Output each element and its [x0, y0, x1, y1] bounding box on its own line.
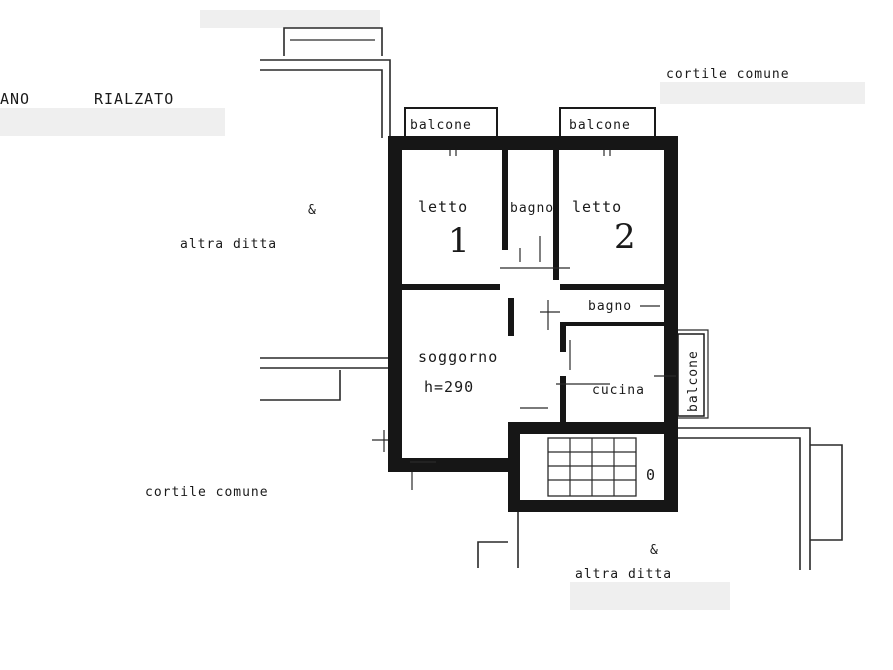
floor-label-b: RIALZATO [94, 90, 174, 108]
balcony-left-label: balcone [410, 118, 472, 133]
bedroom-2-label: letto [572, 198, 622, 216]
balcony-left [404, 107, 498, 156]
ghost-shadow [660, 82, 865, 104]
bedroom-1-label: letto [418, 198, 468, 216]
staircase [547, 437, 637, 497]
bedroom-1-number: 1 [448, 221, 470, 261]
apartment-walls [388, 136, 678, 512]
neighbor-label-bottom: altra ditta [575, 567, 672, 582]
courtyard-label-bottom: cortile comune [145, 485, 269, 500]
kitchen-label: cucina [592, 383, 645, 398]
neighbor-outline-bottom [411, 470, 519, 568]
ghost-shadow [570, 582, 730, 610]
courtyard-label-top: cortile comune [666, 67, 790, 82]
side-balcony-box [677, 333, 705, 417]
bedroom-2-number: 2 [614, 217, 636, 257]
neighbor-outline-right [676, 329, 843, 570]
balcony-right [559, 107, 656, 156]
neighbor-symbol-bottom: & [650, 543, 659, 558]
neighbor-outline-left [260, 357, 396, 452]
living-room-height: h=290 [424, 378, 474, 396]
side-balcony-label: balcone [686, 350, 701, 412]
ghost-shadow [0, 108, 225, 136]
bath-1-label: bagno [510, 201, 554, 216]
door-marks [410, 236, 676, 463]
stair-mark: 0 [646, 466, 656, 484]
neighbor-symbol-left: & [308, 203, 317, 218]
living-room-label: soggorno [418, 348, 498, 366]
floor-label-a: ANO [0, 90, 30, 108]
ghost-shadow [200, 10, 380, 28]
neighbor-label-left: altra ditta [180, 237, 277, 252]
neighbor-outline-top [260, 27, 391, 138]
bath-2-label: bagno [588, 299, 632, 314]
balcony-right-label: balcone [569, 118, 631, 133]
